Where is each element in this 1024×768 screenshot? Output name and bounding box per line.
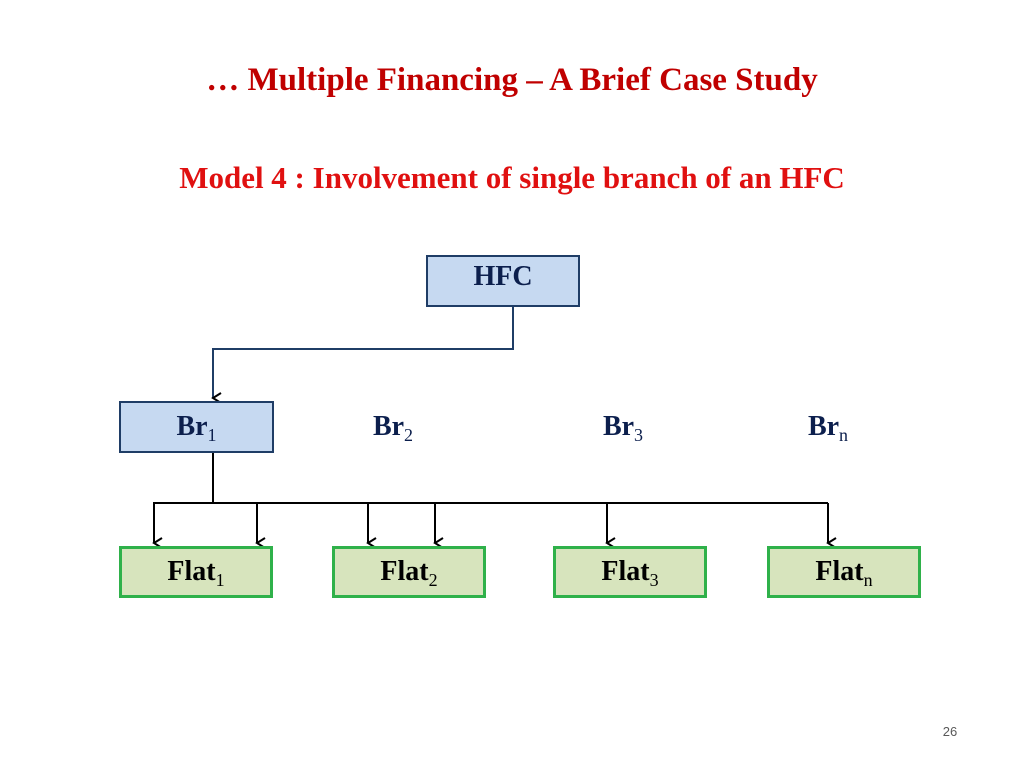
branch-node-3: Br3 [543,401,703,453]
branch-label: Brn [807,411,849,445]
slide-subtitle: Model 4 : Involvement of single branch o… [179,160,845,195]
branch-node-2: Br2 [313,401,473,453]
branch-label: Br3 [602,411,644,445]
flat-label: Flat1 [167,556,225,590]
branch-node-1: Br1 [119,401,274,453]
page-number: 26 [942,724,958,739]
hfc-label: HFC [473,261,533,292]
branch-node-n: Brn [748,401,908,453]
flat-node-2: Flat2 [332,546,486,598]
flat-label: Flat2 [380,556,438,590]
connector-hfc-to-br1 [211,307,514,404]
hfc-node: HFC [426,255,580,307]
slide-title: … Multiple Financing – A Brief Case Stud… [206,62,818,98]
flat-label: Flat3 [601,556,659,590]
flat-node-1: Flat1 [119,546,273,598]
flat-node-n: Flatn [767,546,921,598]
flat-node-3: Flat3 [553,546,707,598]
branch-label: Br1 [176,411,217,445]
branch-label: Br2 [372,411,414,445]
flat-label: Flatn [815,556,873,590]
